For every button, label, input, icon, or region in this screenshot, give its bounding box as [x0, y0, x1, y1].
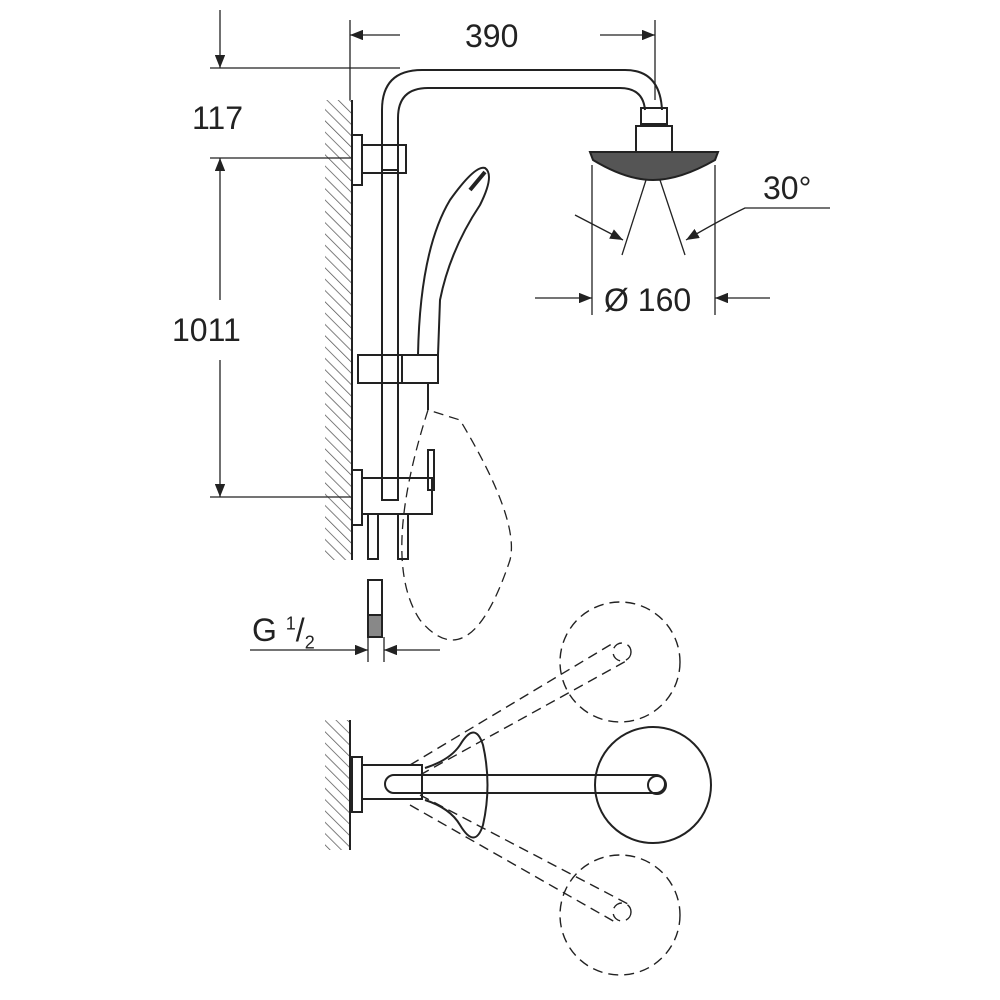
dimension-connection — [250, 637, 440, 662]
wall-side-view — [325, 100, 353, 560]
dimension-width-label: 390 — [465, 18, 519, 54]
dimension-width — [349, 20, 656, 100]
dimension-top-offset-label: 117 — [192, 100, 244, 136]
connection-denominator: 2 — [304, 632, 315, 653]
head-diameter-label: Ø 160 — [604, 282, 692, 318]
shower-arm-pipe — [381, 69, 663, 501]
connection-numerator: 1 — [285, 613, 296, 634]
dimension-vertical — [210, 10, 400, 498]
overhead-shower-head — [588, 107, 720, 256]
spray-angle-label: 30° — [763, 170, 812, 206]
hand-shower — [401, 166, 513, 641]
connection-size-label: G 1/2 — [252, 612, 315, 653]
connection-prefix: G — [252, 612, 277, 648]
wall-brackets — [351, 134, 439, 526]
supply-connections — [367, 513, 409, 638]
dimension-rail-length-label: 1011 — [172, 312, 241, 348]
top-view — [325, 601, 712, 976]
dimension-head — [535, 165, 830, 315]
